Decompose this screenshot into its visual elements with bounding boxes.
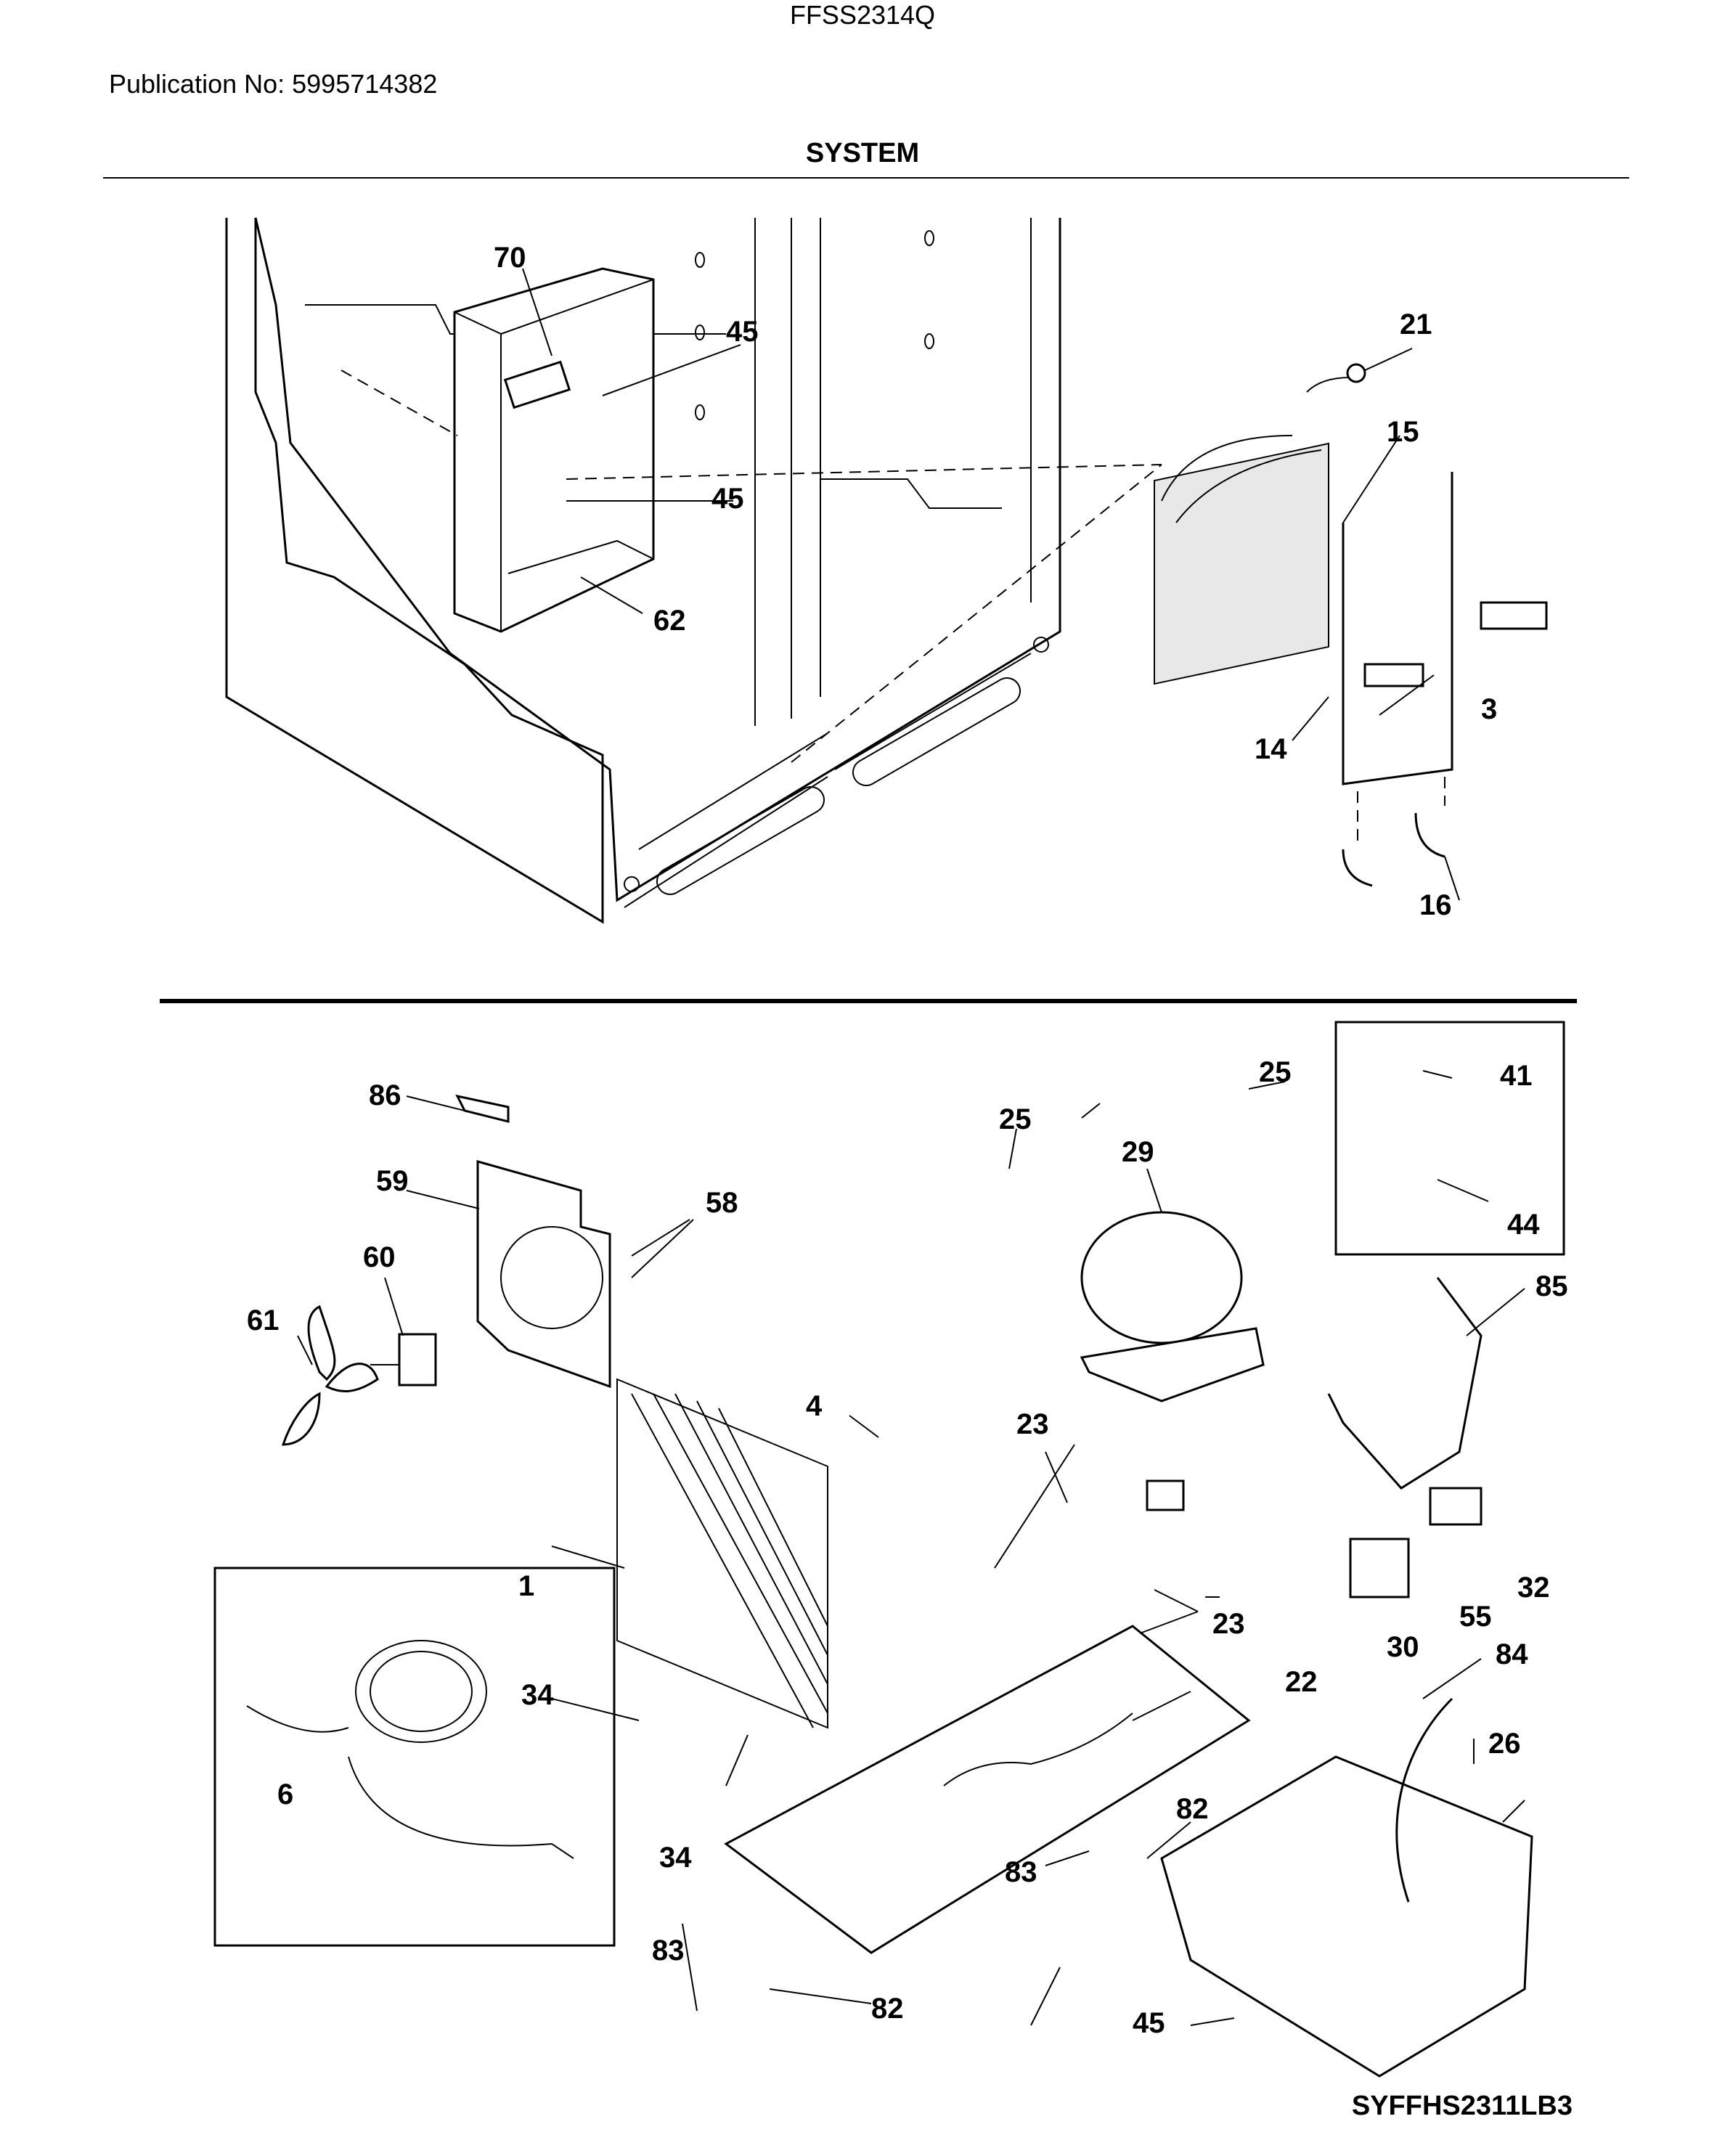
callout-25: 25 [999, 1103, 1032, 1135]
callout-82: 82 [1176, 1793, 1209, 1825]
detail-box-41-44 [1334, 1021, 1565, 1256]
part-22-base-plate [724, 1625, 1251, 1954]
page-title: SYSTEM [805, 138, 920, 168]
callout-41: 41 [1500, 1060, 1533, 1092]
callout-85: 85 [1536, 1270, 1568, 1302]
callout-32: 32 [1517, 1572, 1550, 1604]
callout-1: 1 [518, 1570, 534, 1602]
part-62-bracket [453, 267, 655, 633]
callout-30: 30 [1387, 1631, 1419, 1663]
publication-number: Publication No: 5995714382 [109, 69, 438, 99]
callout-84: 84 [1496, 1638, 1528, 1670]
callout-59: 59 [376, 1165, 409, 1197]
callout-29: 29 [1122, 1136, 1154, 1168]
callout-21: 21 [1400, 309, 1432, 340]
callout-22: 22 [1285, 1666, 1318, 1698]
callout-6: 6 [277, 1779, 293, 1810]
callout-60: 60 [363, 1241, 396, 1273]
callout-83: 83 [1005, 1856, 1037, 1888]
callout-62: 62 [653, 605, 686, 637]
part-59-shroud [455, 1094, 611, 1389]
callout-61: 61 [247, 1304, 280, 1336]
callout-45: 45 [726, 316, 759, 348]
part-61-fan [281, 1304, 379, 1446]
callout-labels: 70 45 45 62 21 15 14 3 16 86 59 58 60 61… [247, 242, 1568, 2039]
leader-lines [297, 268, 1525, 2026]
callout-45: 45 [711, 483, 744, 515]
callout-26: 26 [1488, 1728, 1521, 1760]
callout-3: 3 [1481, 693, 1497, 725]
header-divider [103, 177, 1629, 179]
callout-70: 70 [494, 242, 526, 274]
callout-83: 83 [652, 1935, 685, 1967]
callout-44: 44 [1507, 1209, 1540, 1241]
part-85-tube [1327, 1277, 1483, 1490]
callout-58: 58 [706, 1187, 738, 1219]
part-60-motor [370, 1333, 437, 1387]
part-1-condenser [616, 1378, 828, 1729]
callout-86: 86 [369, 1079, 401, 1111]
part-6-harness [246, 1640, 574, 1859]
diagram-code: SYFFHS2311LB3 [1351, 2091, 1573, 2121]
part-55-relay [1429, 1487, 1483, 1526]
callout-16: 16 [1419, 889, 1452, 921]
section-divider [160, 999, 1577, 1003]
callout-34: 34 [521, 1679, 554, 1711]
part-30-overload [1349, 1538, 1410, 1598]
callout-23: 23 [1212, 1608, 1245, 1640]
callout-25: 25 [1259, 1056, 1292, 1088]
part-14-tube [1342, 472, 1548, 887]
callout-45: 45 [1133, 2007, 1165, 2039]
callout-34: 34 [659, 1842, 692, 1874]
callout-23: 23 [1016, 1408, 1049, 1440]
callout-14: 14 [1255, 733, 1287, 765]
part-15-evaporator [1154, 363, 1366, 685]
part-29-compressor [1080, 1211, 1265, 1511]
callout-4: 4 [806, 1390, 823, 1422]
model-number: FFSS2314Q [789, 0, 936, 30]
callout-55: 55 [1459, 1601, 1492, 1633]
part-84-hose [1395, 1697, 1453, 1903]
callout-82: 82 [871, 1993, 904, 2025]
part-26-drain-pan [1160, 1755, 1533, 2078]
detail-box-6 [213, 1567, 616, 1947]
callout-15: 15 [1387, 416, 1419, 448]
